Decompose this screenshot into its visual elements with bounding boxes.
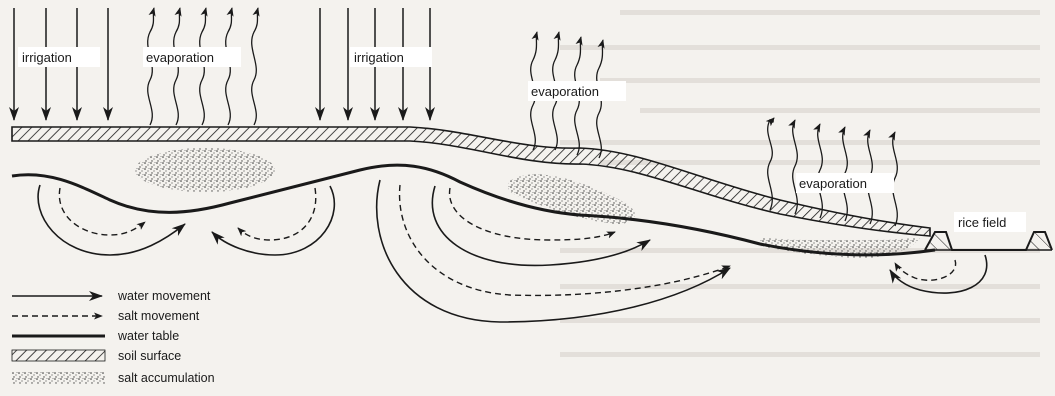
legend-water-table-label: water table bbox=[117, 329, 179, 343]
label-evaporation-mid: evaporation bbox=[528, 81, 626, 101]
label-irrigation-mid-text: irrigation bbox=[354, 50, 404, 65]
label-evaporation-right-text: evaporation bbox=[799, 176, 867, 191]
legend-salt-accumulation: salt accumulation bbox=[12, 371, 215, 385]
legend-water-movement: water movement bbox=[12, 289, 211, 303]
legend: water movement salt movement water table… bbox=[12, 289, 215, 385]
label-evaporation-right: evaporation bbox=[796, 173, 894, 193]
legend-soil-surface-label: soil surface bbox=[118, 349, 181, 363]
label-irrigation-mid: irrigation bbox=[350, 47, 432, 67]
legend-salt-movement-label: salt movement bbox=[118, 309, 200, 323]
label-evaporation-left: evaporation bbox=[143, 47, 241, 67]
rice-field bbox=[925, 232, 1052, 250]
salt-accumulation-left bbox=[135, 148, 275, 192]
legend-water-table: water table bbox=[12, 329, 179, 343]
label-rice-field: rice field bbox=[954, 212, 1026, 232]
label-irrigation-left-text: irrigation bbox=[22, 50, 72, 65]
label-irrigation-left: irrigation bbox=[18, 47, 100, 67]
label-evaporation-left-text: evaporation bbox=[146, 50, 214, 65]
label-rice-field-text: rice field bbox=[958, 215, 1006, 230]
legend-water-movement-label: water movement bbox=[117, 289, 211, 303]
legend-salt-movement: salt movement bbox=[12, 309, 200, 323]
legend-soil-surface: soil surface bbox=[12, 349, 181, 363]
label-evaporation-mid-text: evaporation bbox=[531, 84, 599, 99]
legend-salt-accumulation-label: salt accumulation bbox=[118, 371, 215, 385]
